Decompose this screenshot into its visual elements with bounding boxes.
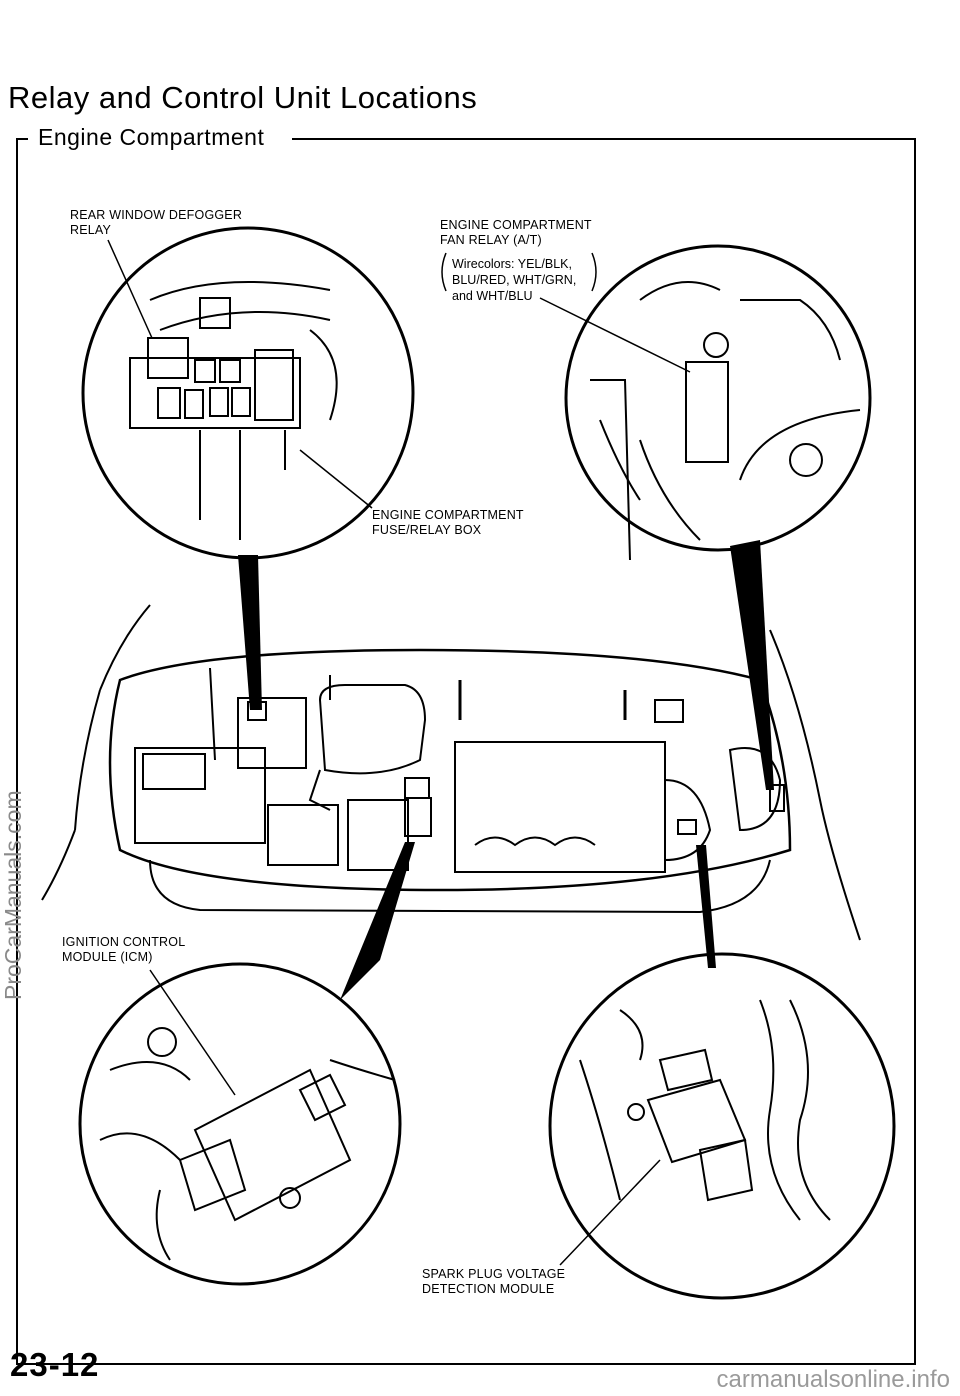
callout-ignition-control-module: IGNITION CONTROL MODULE (ICM) xyxy=(62,935,186,964)
callout-rear-window-defogger-relay: REAR WINDOW DEFOGGER RELAY xyxy=(70,208,243,237)
watermark: ProCarManuals.com xyxy=(0,790,26,1000)
section-heading: Engine Compartment xyxy=(32,124,271,151)
page-number: 23-12 xyxy=(10,1346,100,1383)
frame-top-left xyxy=(16,138,28,140)
engine-bay-overview xyxy=(41,604,861,941)
callout-fuse-relay-box: ENGINE COMPARTMENT FUSE/RELAY BOX xyxy=(372,508,524,537)
frame-top-right xyxy=(292,138,914,140)
detail-circle-spark-module xyxy=(548,952,896,1300)
detail-connectors xyxy=(238,540,774,1000)
detail-circle-fan-relay xyxy=(564,244,872,561)
diagram-frame xyxy=(16,138,916,1365)
detail-circle-icm xyxy=(78,962,402,1286)
callout-fan-relay-wirecolors: Wirecolors: YEL/BLK, BLU/RED, WHT/GRN, a… xyxy=(452,257,577,303)
footer-url: carmanualsonline.info xyxy=(716,1366,950,1393)
leader-lines xyxy=(107,239,691,1266)
page-title: Relay and Control Unit Locations xyxy=(8,80,478,115)
callout-fan-relay: ENGINE COMPARTMENT FAN RELAY (A/T) xyxy=(440,218,592,247)
detail-circle-fuse-relay-box xyxy=(81,226,415,560)
callout-spark-plug-module: SPARK PLUG VOLTAGE DETECTION MODULE xyxy=(422,1267,566,1296)
